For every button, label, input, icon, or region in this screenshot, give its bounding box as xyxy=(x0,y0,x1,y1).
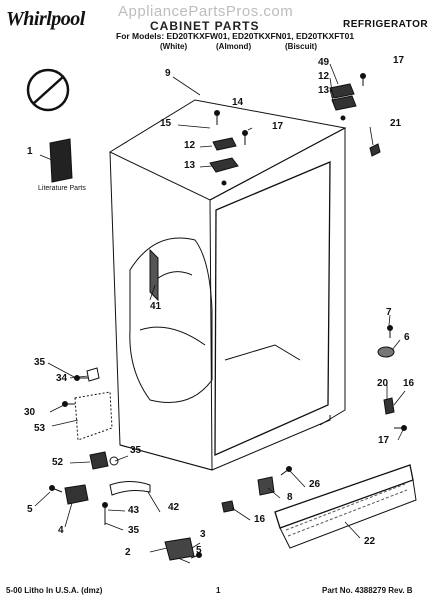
r12-badge xyxy=(26,68,70,112)
callout-14: 14 xyxy=(232,97,244,108)
callout-16-low: 16 xyxy=(254,514,266,525)
callout-16: 16 xyxy=(403,378,415,389)
cam-bracket xyxy=(86,367,100,382)
color-biscuit: (Biscuit) xyxy=(285,42,317,51)
callout-22: 22 xyxy=(364,536,376,547)
callout-20: 20 xyxy=(377,378,389,389)
water-tube xyxy=(109,481,151,496)
lower-hinge xyxy=(164,537,195,561)
footer-page-number: 1 xyxy=(216,586,221,595)
callout-21: 21 xyxy=(390,118,402,129)
callout-5: 5 xyxy=(27,504,33,515)
door-closer xyxy=(64,484,89,505)
document-type: REFRIGERATOR xyxy=(343,19,429,30)
callout-42: 42 xyxy=(168,502,180,513)
models-line: For Models: ED20TKXFW01, ED20TKXFN01, ED… xyxy=(116,31,355,41)
cabinet xyxy=(108,99,347,471)
callout-5-low: 5 xyxy=(196,545,202,556)
callout-17-right: 17 xyxy=(378,435,390,446)
watermark: AppliancePartsPros.com xyxy=(118,3,294,20)
callout-9: 9 xyxy=(165,68,171,79)
whirlpool-logo: Whirlpool xyxy=(6,8,85,30)
rear-plate xyxy=(74,391,113,441)
literature-booklet xyxy=(49,138,73,183)
callout-3: 3 xyxy=(200,529,206,540)
callout-12-top: 12 xyxy=(318,71,330,82)
callout-4: 4 xyxy=(58,525,64,536)
callout-12: 12 xyxy=(184,140,196,151)
callout-43: 43 xyxy=(128,505,140,516)
callout-17: 17 xyxy=(272,121,284,132)
callout-26: 26 xyxy=(309,479,321,490)
callout-41: 41 xyxy=(150,301,162,312)
callout-8: 8 xyxy=(287,492,293,503)
callout-35: 35 xyxy=(34,357,46,368)
callout-49: 49 xyxy=(318,57,330,68)
callout-13: 13 xyxy=(184,160,196,171)
callout-17-top: 17 xyxy=(393,55,405,66)
callout-34: 34 xyxy=(56,373,68,384)
callout-52: 52 xyxy=(52,457,64,468)
footer-litho: 5-00 Litho In U.S.A. (dmz) xyxy=(6,586,103,595)
callout-53: 53 xyxy=(34,423,46,434)
literature-parts-label: Literature Parts xyxy=(38,185,86,192)
color-white: (White) xyxy=(160,42,188,51)
callout-6: 6 xyxy=(404,332,410,343)
callout-30: 30 xyxy=(24,407,36,418)
callout-15: 15 xyxy=(160,118,172,129)
page-title: CABINET PARTS xyxy=(150,19,260,33)
callout-1: 1 xyxy=(27,146,33,157)
leveling-foot xyxy=(377,346,395,358)
toe-grille xyxy=(274,464,417,549)
callout-35-mid: 35 xyxy=(130,445,142,456)
upper-hinge-shim xyxy=(212,137,237,151)
left-hinge xyxy=(89,451,109,470)
callout-35-low: 35 xyxy=(128,525,140,536)
callout-7: 7 xyxy=(386,307,392,318)
color-almond: (Almond) xyxy=(216,42,252,51)
footer-part-number: Part No. 4388279 Rev. B xyxy=(322,586,413,595)
callout-13-top: 13 xyxy=(318,85,330,96)
callout-2: 2 xyxy=(125,547,131,558)
